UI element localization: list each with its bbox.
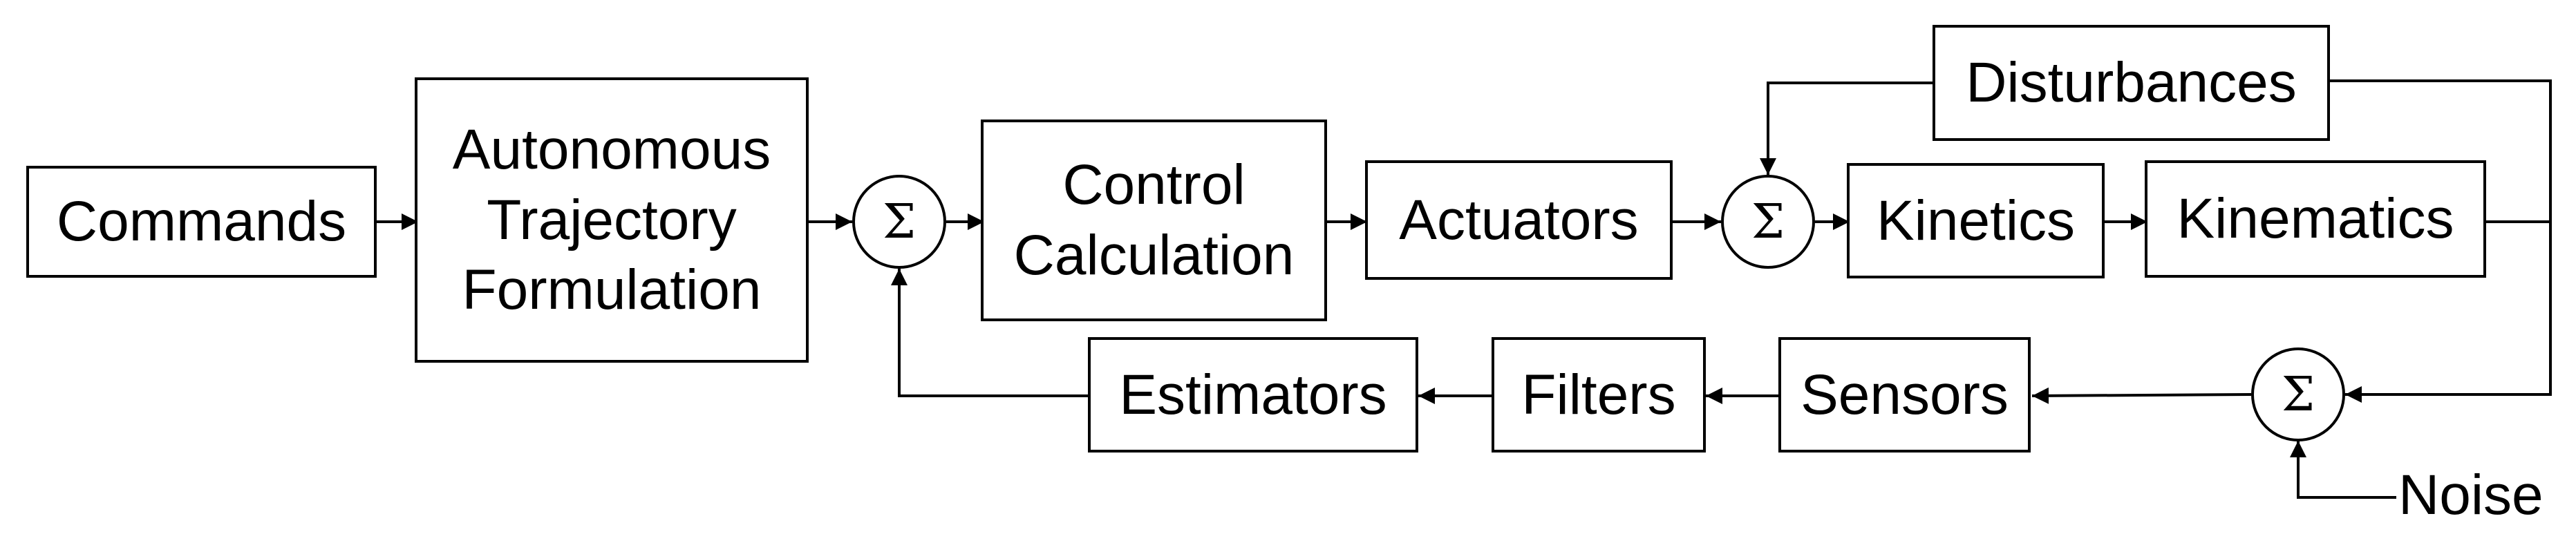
trajectory-label-line-3: Formulation	[462, 258, 762, 322]
estimators-label: Estimators	[1119, 363, 1387, 426]
kinetics-block: Kinetics	[1847, 163, 2105, 278]
control-calculation-block: Control Calculation	[981, 120, 1327, 321]
summing-junction-3: Σ	[2251, 347, 2345, 441]
filters-block: Filters	[1492, 337, 1706, 452]
summing-junction-2: Σ	[1721, 175, 1815, 269]
arrow-noise-to-sum3	[2290, 441, 2396, 499]
arrow-branch-to-disturbances	[2303, 73, 2552, 222]
commands-block: Commands	[26, 166, 377, 278]
arrow-branch-to-sum3	[2345, 222, 2552, 403]
commands-label: Commands	[56, 190, 347, 254]
estimators-block: Estimators	[1088, 337, 1418, 452]
sensors-label: Sensors	[1801, 363, 2009, 426]
sensors-block: Sensors	[1778, 337, 2031, 452]
noise-label: Noise	[2398, 464, 2544, 526]
arrow-disturbances-to-sum2	[1760, 82, 1933, 175]
kinematics-block: Kinematics	[2145, 160, 2486, 278]
kinematics-label: Kinematics	[2177, 187, 2454, 251]
disturbances-label: Disturbances	[1966, 51, 2297, 115]
filters-label: Filters	[1521, 363, 1676, 426]
control-label-line-2: Calculation	[1013, 224, 1295, 287]
trajectory-label-line-2: Trajectory	[487, 188, 737, 251]
arrow-sum3-to-sensors	[2031, 387, 2252, 404]
actuators-label: Actuators	[1399, 188, 1639, 251]
trajectory-label-line-1: Autonomous	[452, 117, 771, 181]
actuators-block: Actuators	[1365, 160, 1673, 280]
summing-junction-1: Σ	[852, 175, 946, 269]
trajectory-formulation-block: Autonomous Trajectory Formulation	[415, 77, 809, 363]
arrow-estimators-to-sum1	[891, 269, 1088, 397]
control-label-line-1: Control	[1062, 153, 1245, 217]
disturbances-block: Disturbances	[1933, 25, 2330, 141]
kinetics-label: Kinetics	[1876, 189, 2076, 252]
